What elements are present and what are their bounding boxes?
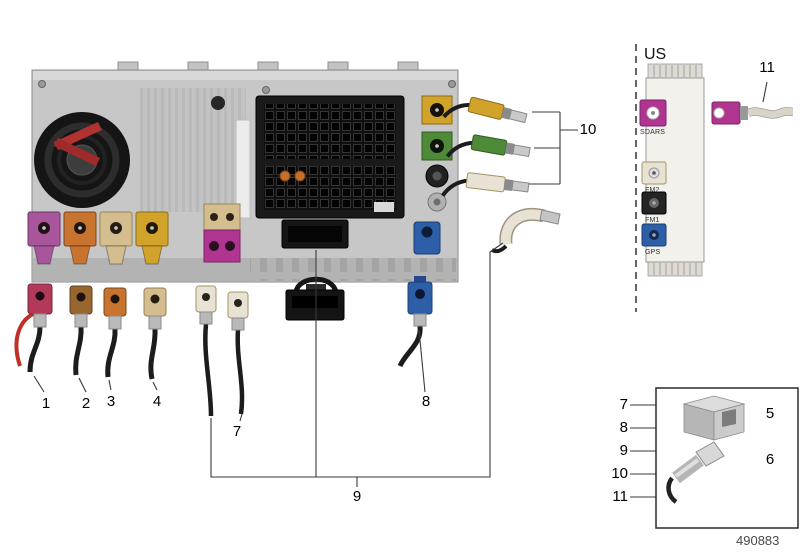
legend-ref-9[interactable]: 9 (619, 442, 628, 459)
screw (262, 86, 270, 94)
dual-connector (203, 203, 241, 263)
callout-5[interactable]: 5 (765, 405, 775, 422)
quadlock-connector (255, 95, 405, 219)
quadlock-orange-pin (279, 170, 291, 182)
port-blue (413, 221, 441, 255)
cable-assembly-4 (143, 287, 167, 380)
callout-9[interactable]: 9 (352, 488, 362, 505)
port-label-sdars: SDARS (640, 129, 666, 136)
us-antenna-module (639, 63, 705, 277)
cable-assembly-2 (69, 285, 93, 376)
callout-6[interactable]: 6 (765, 451, 775, 468)
cable-assembly-7 (195, 285, 249, 417)
port-label-fm2: FM2 (645, 187, 660, 194)
part-number: 490883 (736, 533, 780, 548)
chassis-lower-connector (281, 219, 349, 249)
connector-11 (711, 101, 794, 125)
callout-7[interactable]: 7 (232, 423, 242, 440)
legend-ref-8[interactable]: 8 (619, 419, 628, 436)
callout-4[interactable]: 4 (152, 393, 162, 410)
cable-assembly-1 (14, 283, 53, 373)
region-label-us: US (644, 46, 667, 63)
head-unit-chassis (31, 61, 459, 283)
callout-10[interactable]: 10 (579, 121, 597, 138)
legend-box (655, 387, 799, 529)
callout-11[interactable]: 11 (759, 59, 775, 76)
screw (448, 80, 456, 88)
angled-lead (491, 208, 561, 254)
harness-connector-block (285, 276, 345, 321)
legend-ref-7[interactable]: 7 (619, 396, 628, 413)
fan-red-blade (54, 138, 100, 166)
port-label-fm1: FM1 (645, 217, 660, 224)
legend-connector-6 (666, 441, 725, 504)
legend-ref-10[interactable]: 10 (611, 465, 628, 482)
adapter-leads-10 (441, 96, 561, 254)
cable-assembly-3 (103, 287, 127, 378)
quadlock-orange-pin (294, 170, 306, 182)
chassis-fakra-row (27, 203, 241, 265)
port-label-gps: GPS (645, 249, 661, 256)
cooling-fan (34, 112, 130, 208)
callout-3[interactable]: 3 (106, 393, 116, 410)
legend-connector-5 (682, 395, 746, 441)
screw (38, 80, 46, 88)
cable-assembly-8 (397, 276, 433, 368)
callout-8[interactable]: 8 (421, 393, 431, 410)
callout-2[interactable]: 2 (81, 395, 91, 412)
legend-ref-11[interactable]: 11 (612, 488, 628, 505)
callout-1[interactable]: 1 (41, 395, 51, 412)
chassis-antenna-ports (413, 95, 453, 255)
